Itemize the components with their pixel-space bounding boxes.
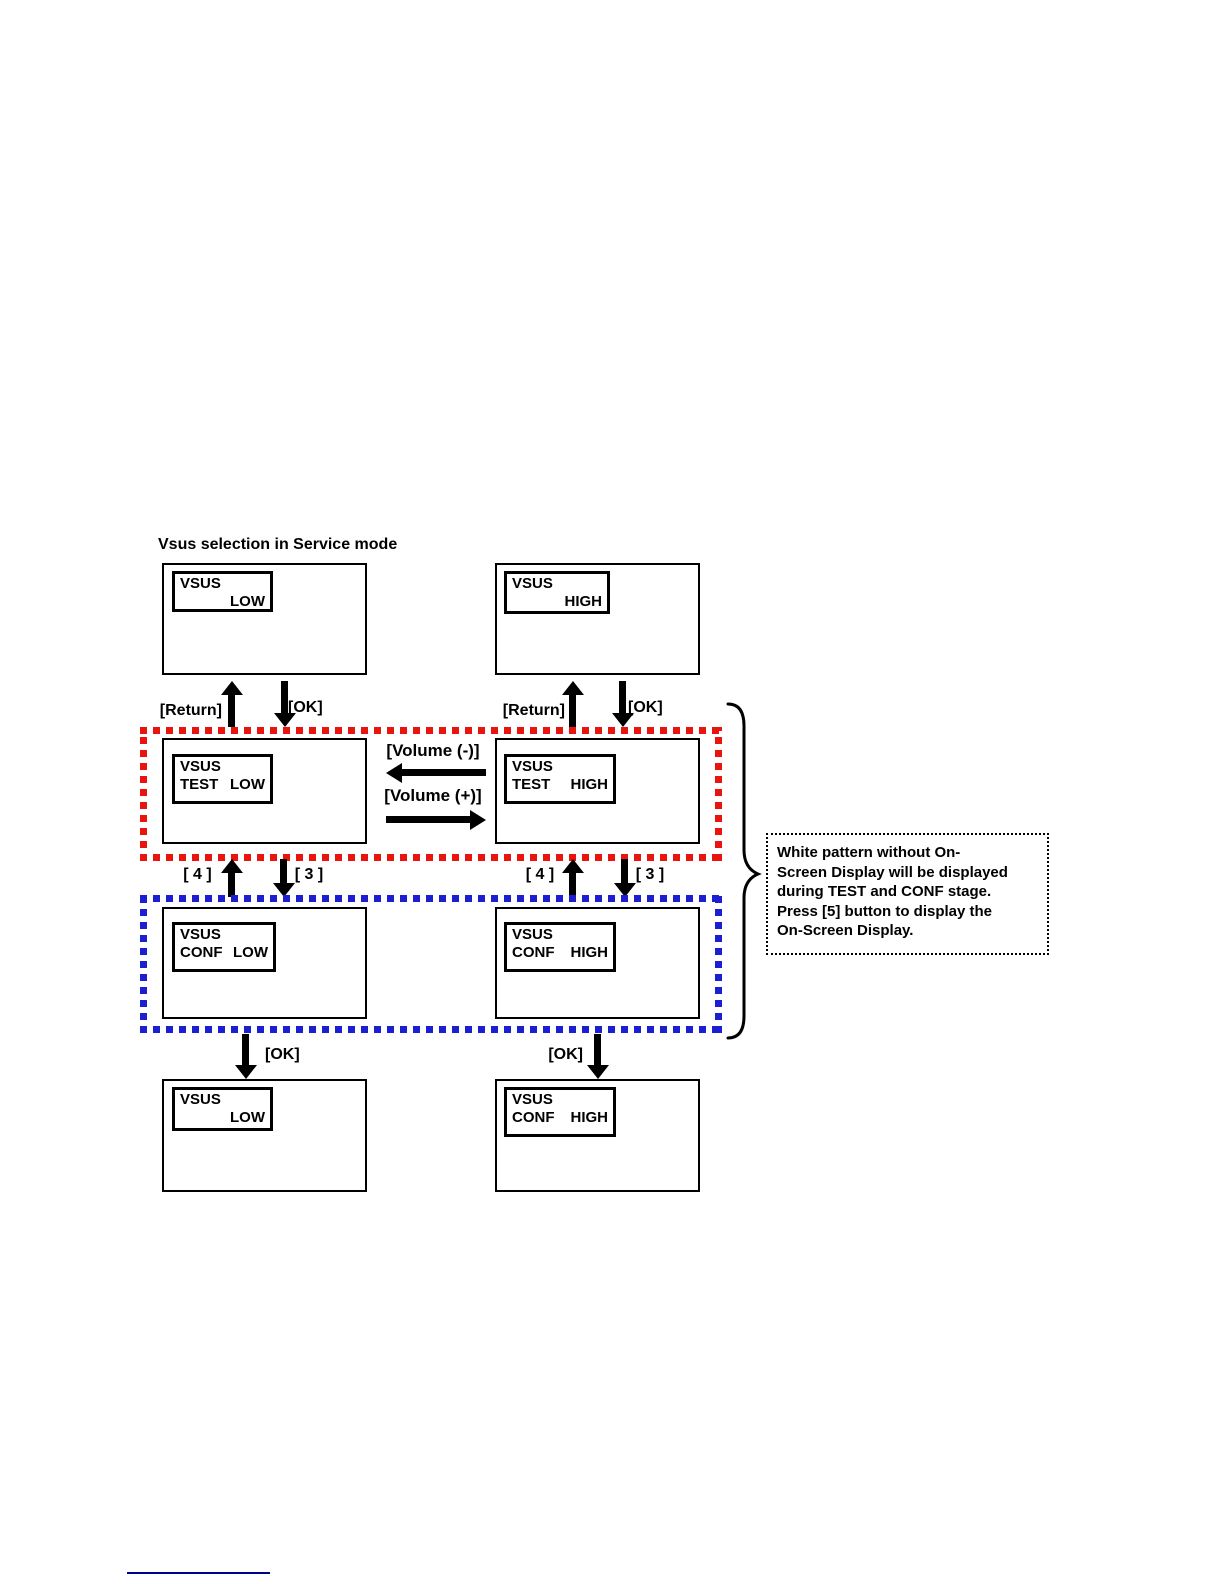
- key3-label: [ 3 ]: [294, 866, 324, 883]
- note-line: during TEST and CONF stage.: [777, 883, 992, 900]
- test-stage-region-border-bottom: [140, 854, 722, 861]
- note-line: Screen Display will be displayed: [777, 863, 1008, 881]
- return-up-arrow-icon: [221, 681, 243, 727]
- key4-label: [ 4 ]: [525, 866, 555, 883]
- volume-minus-label: [Volume (-)]: [386, 741, 480, 760]
- ok-down-arrow-icon: [612, 681, 634, 727]
- conf-stage-region-border-right: [715, 895, 722, 1033]
- ok-key-label: [OK]: [265, 1046, 300, 1063]
- osd-stage: TEST: [512, 776, 551, 793]
- osd-screen-final-conf-high: VSUS CONF HIGH: [504, 1087, 616, 1137]
- osd-screen-test-high: VSUS TEST HIGH: [504, 754, 616, 804]
- ok-down-arrow-icon: [235, 1034, 257, 1079]
- osd-value: HIGH: [570, 944, 609, 961]
- conf-stage-region-border-left: [140, 895, 147, 1033]
- ok-key-label: [OK]: [628, 699, 663, 716]
- osd-stage: TEST: [180, 776, 219, 793]
- state-box-test-high: VSUS TEST HIGH: [495, 738, 700, 844]
- osd-screen-final-low: VSUS LOW: [172, 1087, 273, 1131]
- osd-line1: VSUS: [180, 926, 221, 943]
- volume-plus-right-arrow-icon: [386, 810, 486, 830]
- osd-line1: VSUS: [180, 758, 221, 775]
- osd-value: HIGH: [570, 776, 609, 793]
- ok-down-arrow-icon: [274, 681, 296, 727]
- conf-stage-region-border-bottom: [140, 1026, 722, 1033]
- key4-up-arrow-icon: [562, 859, 584, 897]
- test-stage-region-border-top: [140, 727, 722, 734]
- osd-screen-test-low: VSUS TEST LOW: [172, 754, 273, 804]
- osd-value: LOW: [230, 1109, 265, 1126]
- curly-brace-icon: [726, 702, 762, 1040]
- state-box-conf-high: VSUS CONF HIGH: [495, 907, 700, 1019]
- osd-value: LOW: [230, 593, 265, 610]
- osd-line1: VSUS: [512, 575, 553, 592]
- key3-down-arrow-icon: [273, 859, 295, 897]
- osd-value: LOW: [233, 944, 268, 961]
- state-box-vsus-low: VSUS LOW: [162, 563, 367, 675]
- osd-stage: CONF: [512, 1109, 555, 1126]
- key4-label: [ 4 ]: [183, 866, 212, 883]
- osd-value: LOW: [230, 776, 265, 793]
- osd-value: HIGH: [564, 593, 603, 610]
- state-box-test-low: VSUS TEST LOW: [162, 738, 367, 844]
- osd-line1: VSUS: [180, 575, 221, 592]
- osd-line1: VSUS: [180, 1091, 221, 1108]
- footer-rule: [127, 1572, 270, 1574]
- state-box-vsus-high: VSUS HIGH: [495, 563, 700, 675]
- ok-key-label: [OK]: [548, 1046, 583, 1063]
- osd-screen-vsus-high: VSUS HIGH: [504, 571, 610, 614]
- ok-key-label: [OK]: [288, 699, 323, 716]
- volume-plus-label: [Volume (+)]: [384, 786, 482, 805]
- return-key-label: [Return]: [159, 702, 222, 719]
- state-box-conf-low: VSUS CONF LOW: [162, 907, 367, 1019]
- key3-down-arrow-icon: [614, 859, 636, 897]
- diagram-title: Vsus selection in Service mode: [158, 536, 398, 553]
- osd-line1: VSUS: [512, 758, 553, 775]
- osd-screen-vsus-low: VSUS LOW: [172, 571, 273, 612]
- key3-label: [ 3 ]: [635, 866, 665, 883]
- state-box-final-low: VSUS LOW: [162, 1079, 367, 1192]
- osd-stage: CONF: [180, 944, 223, 961]
- test-stage-region-border-left: [140, 727, 147, 861]
- note-line: White pattern without On-: [777, 844, 961, 861]
- osd-line1: VSUS: [512, 926, 553, 943]
- ok-down-arrow-icon: [587, 1034, 609, 1079]
- osd-screen-conf-high: VSUS CONF HIGH: [504, 922, 616, 972]
- osd-line1: VSUS: [512, 1091, 553, 1108]
- return-key-label: [Return]: [502, 702, 565, 719]
- test-stage-region-border-right: [715, 727, 722, 861]
- key4-up-arrow-icon: [221, 859, 243, 897]
- osd-value: HIGH: [570, 1109, 609, 1126]
- volume-minus-left-arrow-icon: [386, 763, 486, 783]
- osd-screen-conf-low: VSUS CONF LOW: [172, 922, 276, 972]
- note-line: Press [5] button to display the: [777, 902, 993, 920]
- return-up-arrow-icon: [562, 681, 584, 727]
- note-line: On-Screen Display.: [777, 922, 914, 939]
- osd-stage: CONF: [512, 944, 555, 961]
- state-box-final-conf-high: VSUS CONF HIGH: [495, 1079, 700, 1192]
- conf-stage-region-border-top: [140, 895, 722, 902]
- note-box: White pattern without On- Screen Display…: [766, 833, 1049, 955]
